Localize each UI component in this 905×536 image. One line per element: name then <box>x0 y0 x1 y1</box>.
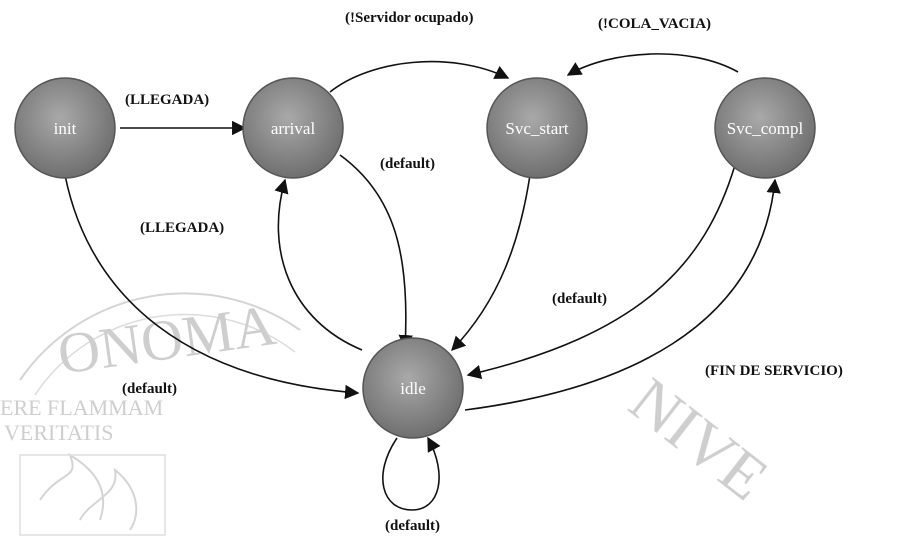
flame-emblem-watermark <box>39 452 138 531</box>
edge-svcstart-idle <box>451 174 531 352</box>
edges <box>64 53 781 511</box>
state-init-circle <box>14 77 116 179</box>
state-svc-compl: Svc_compl <box>714 77 816 179</box>
state-arrival-label: arrival <box>271 119 316 138</box>
state-svc-start-circle <box>486 77 588 179</box>
state-idle-label: idle <box>400 379 426 398</box>
label-idle-svccompl: (FIN DE SERVICIO) <box>705 363 843 379</box>
watermark-line-2: VERITATIS <box>4 420 113 445</box>
edge-init-idle <box>64 174 360 400</box>
state-arrival: arrival <box>242 77 344 179</box>
label-svccompl-svcstart: (!COLA_VACIA) <box>598 16 711 32</box>
edge-labels: (LLEGADA) (!Servidor ocupado) (!COLA_VAC… <box>122 10 843 534</box>
label-arrival-idle: (default) <box>380 156 435 172</box>
state-svc-start: Svc_start <box>486 77 588 179</box>
edge-arrival-svcstart <box>329 60 510 93</box>
edge-svccompl-svcstart <box>566 53 739 76</box>
watermark-arc-text-right: NIVE <box>617 364 781 514</box>
state-idle: idle <box>362 337 464 439</box>
watermark-arc-text: ONOMA <box>54 292 280 387</box>
state-svc-start-label: Svc_start <box>505 119 569 138</box>
label-arrival-svcstart: (!Servidor ocupado) <box>345 10 473 26</box>
watermark-line-1: ERE FLAMMAM <box>0 395 163 420</box>
label-init-idle: (default) <box>122 381 177 397</box>
state-idle-circle <box>362 337 464 439</box>
label-init-arrival: (LLEGADA) <box>125 92 209 108</box>
state-init: init <box>14 77 116 179</box>
edge-idle-arrival <box>274 178 363 351</box>
edge-arrival-idle <box>339 154 413 350</box>
edge-svccompl-idle <box>466 164 736 380</box>
label-idle-self: (default) <box>385 518 440 534</box>
edge-idle-svccompl <box>464 178 781 411</box>
state-arrival-circle <box>242 77 344 179</box>
state-svc-compl-circle <box>714 77 816 179</box>
label-svccompl-idle: (default) <box>552 291 607 307</box>
label-idle-arrival: (LLEGADA) <box>140 220 224 236</box>
state-init-label: init <box>54 119 77 138</box>
edge-idle-self <box>382 436 441 511</box>
state-svc-compl-label: Svc_compl <box>727 119 804 138</box>
